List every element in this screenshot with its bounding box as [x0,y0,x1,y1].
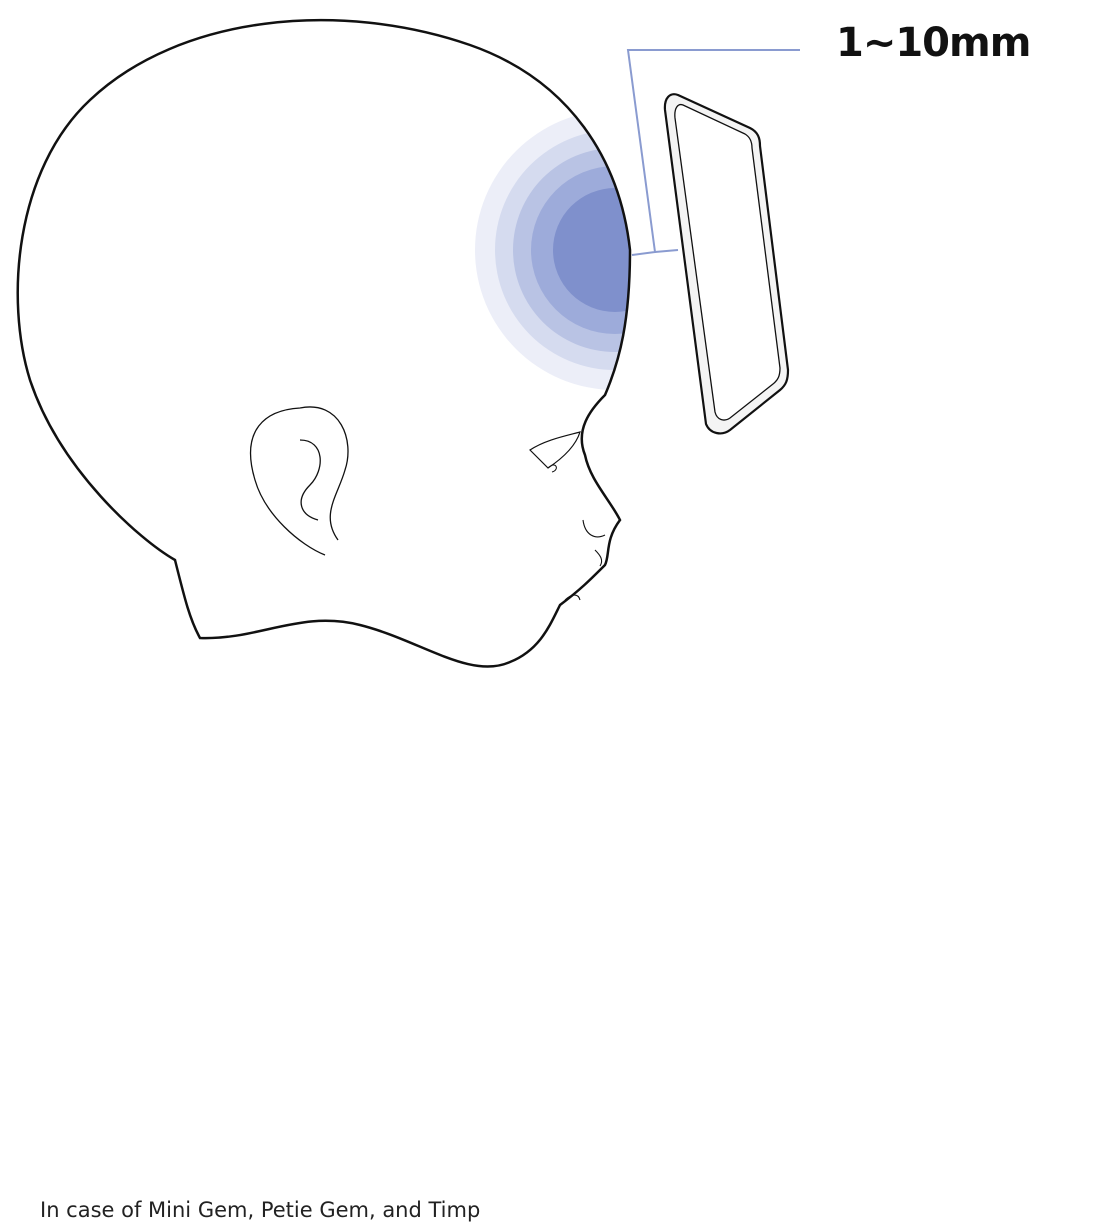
smartphone-icon [665,94,788,433]
measurement-label: 1~10mm [836,20,1030,66]
caption-text: In case of Mini Gem, Petie Gem, and Timp [40,1198,480,1222]
doll-head-side-icon [18,20,755,666]
